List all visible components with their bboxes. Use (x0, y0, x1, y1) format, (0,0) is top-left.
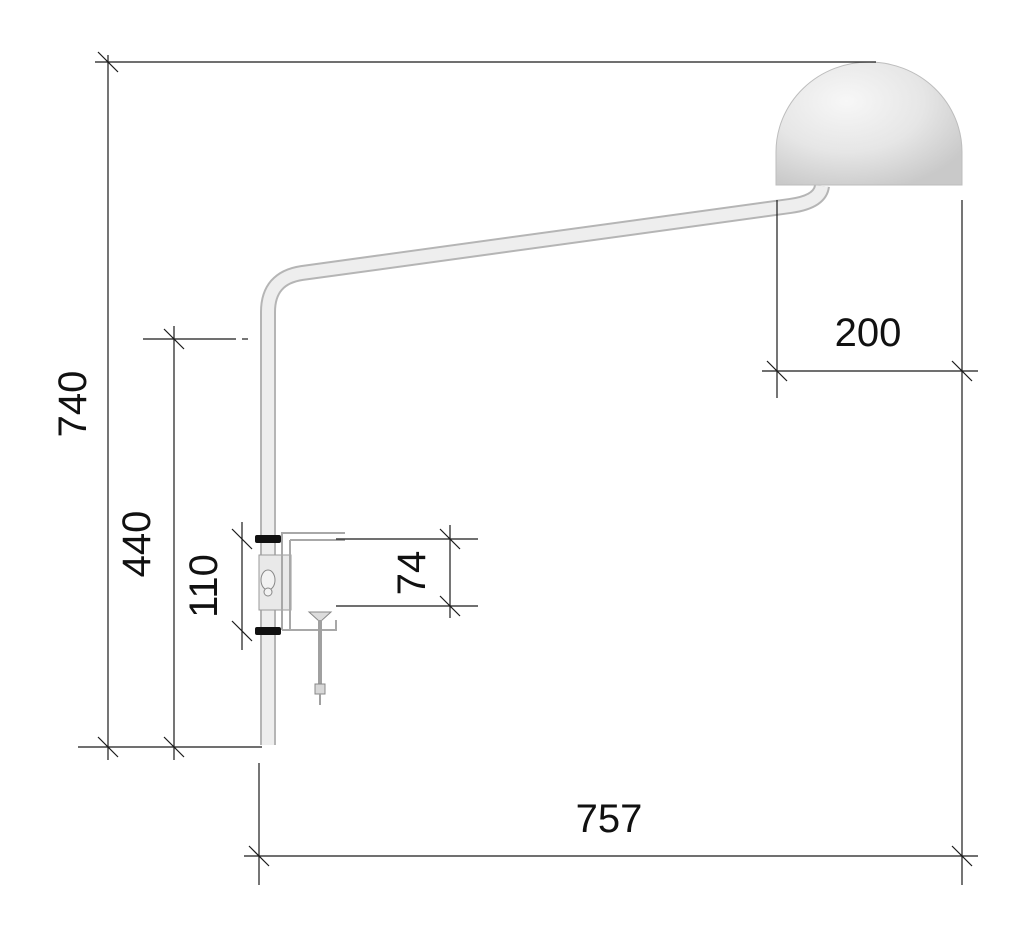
clamp-frame (281, 532, 345, 631)
dimension-lines (78, 51, 978, 885)
dim-clamp-gap: 74 (390, 551, 434, 596)
dimension-labels: 740 440 110 74 200 757 (51, 311, 901, 841)
dim-overall-height: 740 (51, 371, 95, 438)
clamp-screw-head (307, 611, 333, 623)
clamp-pad-bottom (255, 627, 281, 635)
lamp-shade (775, 61, 963, 186)
dim-mount-height: 440 (115, 511, 159, 578)
dim-overall-reach: 757 (576, 797, 643, 841)
wing-nut (260, 569, 276, 591)
table-clamp (255, 532, 345, 705)
dim-shade-width: 200 (835, 311, 902, 355)
dim-clamp-span: 110 (182, 554, 226, 618)
lamp-arm-highlight (262, 184, 828, 745)
lamp (260, 61, 963, 745)
clamp-pad-top (255, 535, 281, 543)
